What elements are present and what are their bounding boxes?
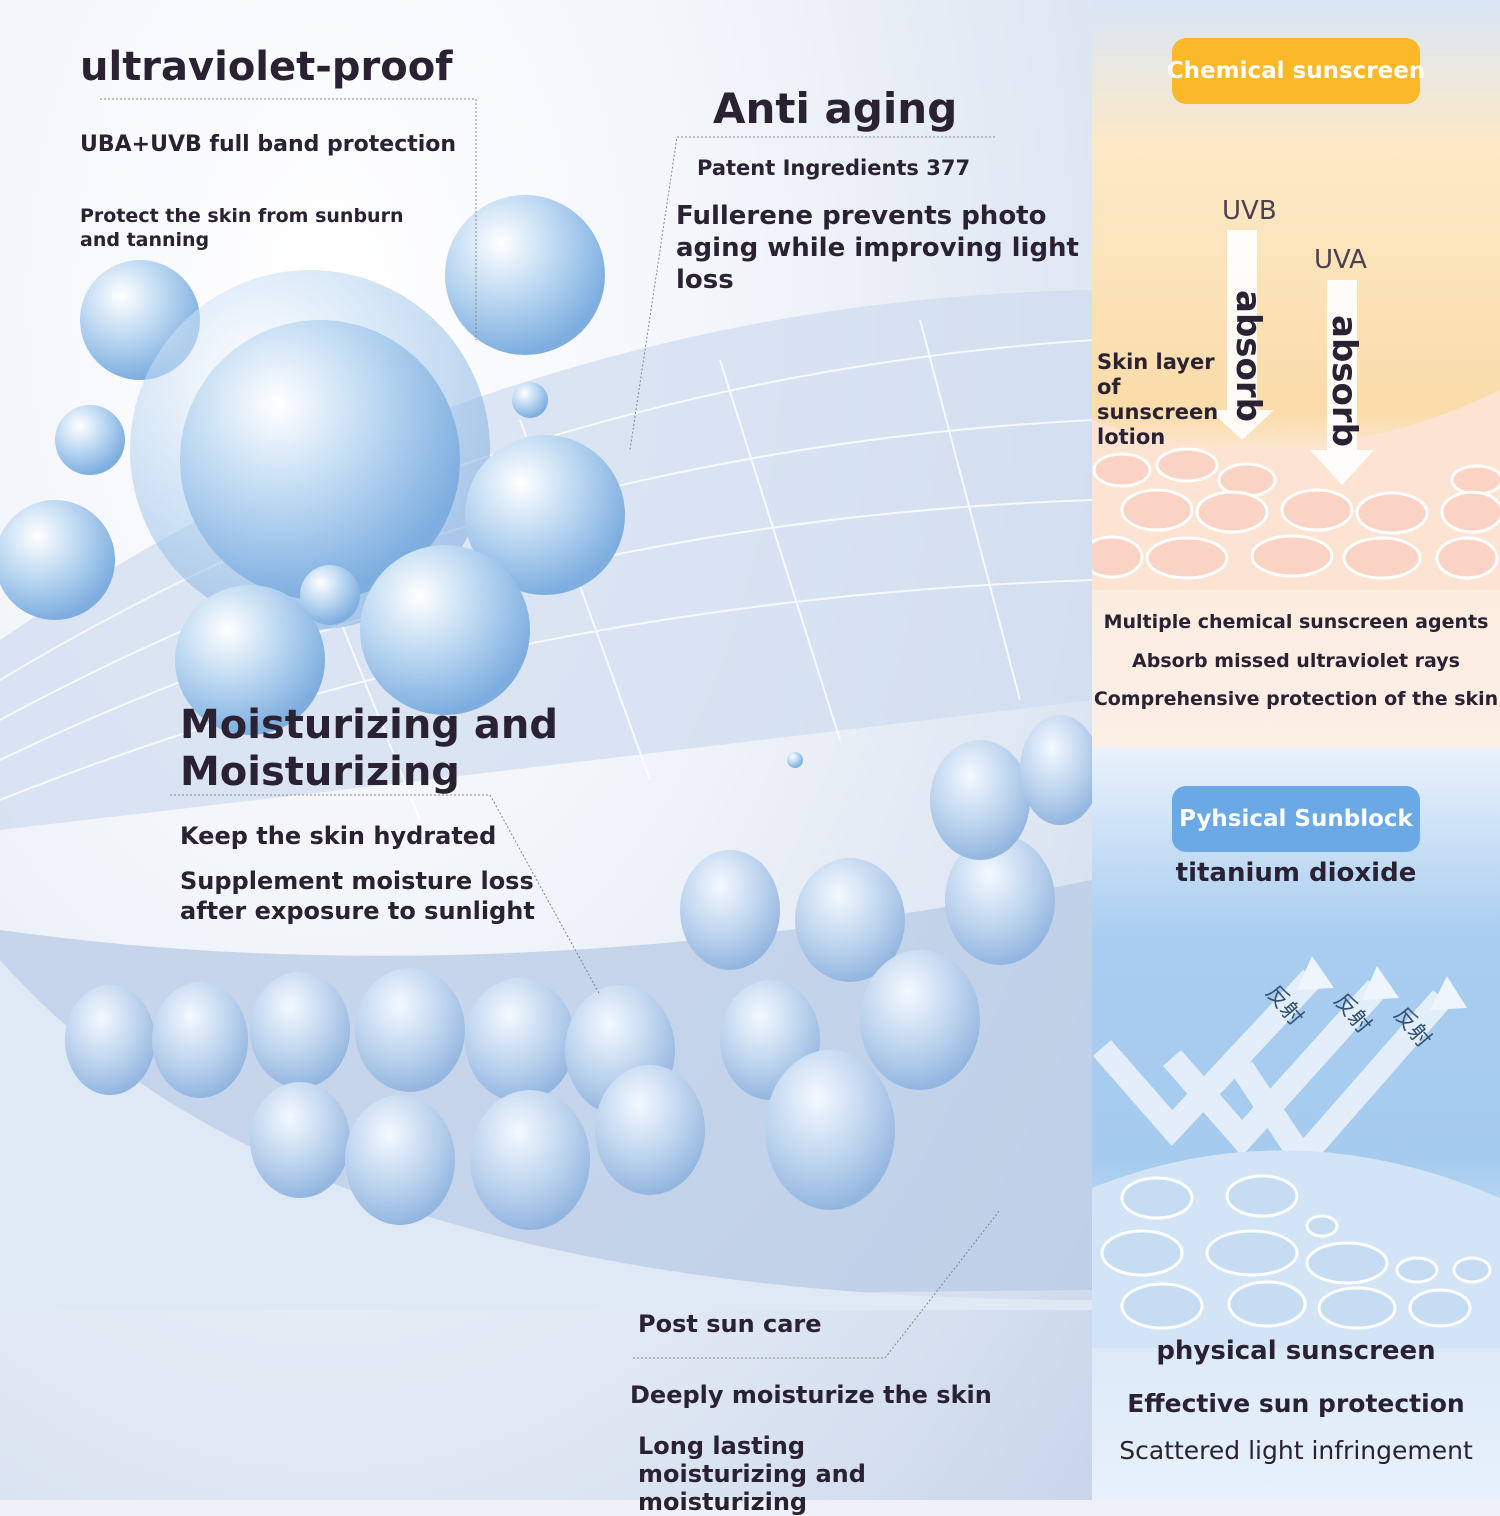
post-sun-line1: Deeply moisturize the skin xyxy=(630,1381,992,1409)
uv-title: ultraviolet-proof xyxy=(80,44,453,90)
uvb-absorb-label: absorb xyxy=(1228,290,1268,422)
moisture-title: Moisturizing and Moisturizing xyxy=(180,702,558,795)
anti-aging-subtitle: Patent Ingredients 377 xyxy=(697,156,971,180)
absorb-arrows-skin-cells xyxy=(1092,230,1500,590)
post-sun-line2: Long lasting moisturizing and moisturizi… xyxy=(638,1432,866,1516)
uv-callout-line xyxy=(100,98,477,340)
anti-aging-callout-line xyxy=(629,136,995,451)
chemical-sunscreen-panel: Chemical sunscreen UVB UVA absorb absorb… xyxy=(1092,0,1500,748)
uv-subtitle: UBA+UVB full band protection xyxy=(80,132,457,157)
reflect-arrows-skin-cells xyxy=(1092,956,1500,1348)
chemical-line-3: Comprehensive protection of the skin xyxy=(1093,688,1499,710)
physical-line-1: physical sunscreen xyxy=(1156,1336,1436,1366)
anti-aging-title: Anti aging xyxy=(713,84,958,133)
moisture-line1: Keep the skin hydrated xyxy=(180,822,497,850)
skin-layer-label: Skin layer of sunscreen lotion xyxy=(1097,350,1219,449)
uva-absorb-label: absorb xyxy=(1324,315,1364,447)
post-sun-title: Post sun care xyxy=(638,1310,822,1338)
physical-sunblock-badge: Pyhsical Sunblock xyxy=(1172,786,1420,852)
moisture-line2: Supplement moisture loss after exposure … xyxy=(180,867,535,925)
post-sun-callout-line xyxy=(633,1209,1001,1359)
uvb-label: UVB xyxy=(1222,196,1277,226)
chemical-sunscreen-badge: Chemical sunscreen xyxy=(1167,38,1425,104)
physical-sunblock-panel: Pyhsical Sunblock titanium dioxide 反射 反射… xyxy=(1092,748,1500,1500)
physical-line-2: Effective sun protection xyxy=(1127,1389,1465,1418)
chemical-line-2: Absorb missed ultraviolet rays xyxy=(1132,650,1460,672)
left-panel: ultraviolet-proof UBA+UVB full band prot… xyxy=(0,0,1092,1516)
uva-label: UVA xyxy=(1314,245,1367,275)
illustration-bubbles-skin xyxy=(0,195,1092,1310)
anti-aging-desc: Fullerene prevents photo aging while imp… xyxy=(676,201,1079,295)
moisture-callout-line xyxy=(170,794,601,996)
chemical-line-1: Multiple chemical sunscreen agents xyxy=(1103,611,1489,633)
uv-desc: Protect the skin from sunburn and tannin… xyxy=(80,205,404,251)
physical-subtitle: titanium dioxide xyxy=(1175,858,1417,888)
physical-line-3: Scattered light infringement xyxy=(1119,1436,1473,1465)
